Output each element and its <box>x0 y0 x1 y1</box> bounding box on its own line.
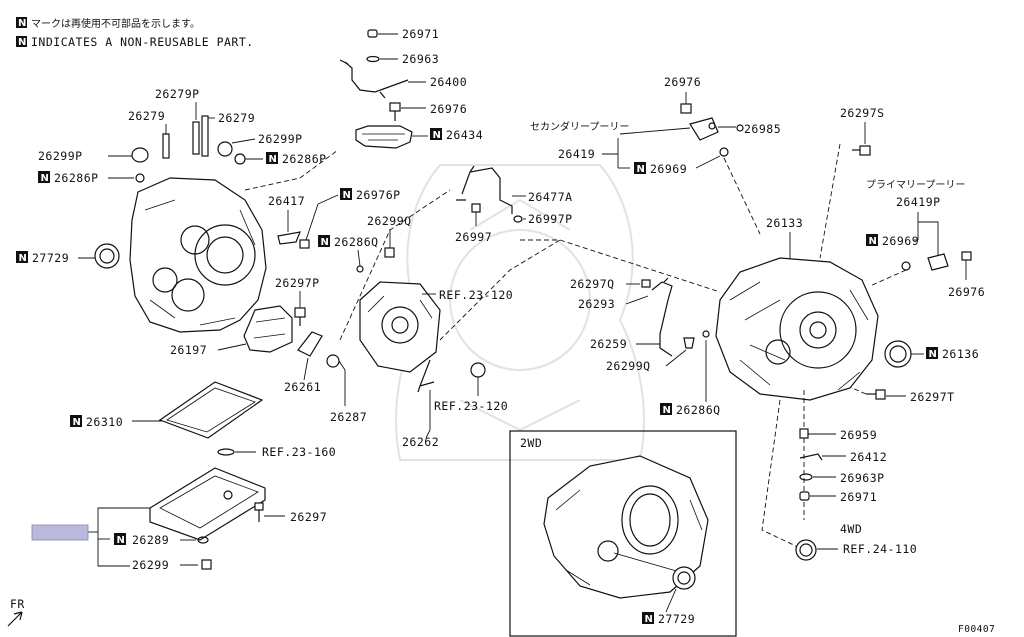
label-26976-right[interactable]: 26976 <box>948 285 985 299</box>
n-mark-26976p: N <box>343 190 351 201</box>
legend-en-note: INDICATES A NON-REUSABLE PART. <box>31 35 254 49</box>
label-26286q-mid[interactable]: 26286Q <box>334 235 379 249</box>
label-26299p-right[interactable]: 26299P <box>258 132 303 146</box>
label-26287[interactable]: 26287 <box>330 410 367 424</box>
left-studs-plugs: 26279P 26279 26279 26299P N 26286P 26299… <box>38 87 327 185</box>
label-26133[interactable]: 26133 <box>766 216 803 230</box>
label-26197[interactable]: 26197 <box>170 343 207 357</box>
label-26419[interactable]: 26419 <box>558 147 595 161</box>
center-right-linkage: 26297Q 26293 26259 26299Q N 26286Q <box>520 239 721 417</box>
n-mark-26310: N <box>73 417 81 428</box>
label-26299p-left[interactable]: 26299P <box>38 149 83 163</box>
label-26985[interactable]: 26985 <box>744 122 781 136</box>
label-26969-left[interactable]: 26969 <box>650 162 687 176</box>
label-26297q[interactable]: 26297Q <box>570 277 615 291</box>
label-ref-24-110[interactable]: REF.24-110 <box>843 542 917 556</box>
label-26976p[interactable]: 26976P <box>356 188 401 202</box>
inset-2wd: 2WD N 27729 <box>509 430 737 637</box>
label-26299q-mid[interactable]: 26299Q <box>367 214 412 228</box>
label-26963[interactable]: 26963 <box>402 52 439 66</box>
label-26310[interactable]: 26310 <box>86 415 123 429</box>
n-mark-26286p-left: N <box>41 173 49 184</box>
label-26997[interactable]: 26997 <box>455 230 492 244</box>
label-26279-left[interactable]: 26279 <box>128 109 165 123</box>
label-26259[interactable]: 26259 <box>590 337 627 351</box>
legend-mark-2: N <box>18 37 26 48</box>
label-26477a[interactable]: 26477A <box>528 190 573 204</box>
oil-pan-group: N 26310 REF.23-160 26297 N 26289 26299 F… <box>7 381 336 627</box>
label-27729-left[interactable]: 27729 <box>32 251 69 265</box>
label-26299q-lower[interactable]: 26299Q <box>606 359 651 373</box>
center-pump-group: REF.23-120 26262 REF.23-120 <box>339 189 561 449</box>
n-mark-26286p-right: N <box>269 154 277 165</box>
label-26969-right[interactable]: 26969 <box>882 234 919 248</box>
label-26289[interactable]: 26289 <box>132 533 169 547</box>
highlight-bar[interactable] <box>31 524 89 541</box>
legend: N マークは再使用不可部品を示します。 N INDICATES A NON-RE… <box>16 17 254 49</box>
label-26136[interactable]: 26136 <box>942 347 979 361</box>
label-26959[interactable]: 26959 <box>840 428 877 442</box>
label-26434[interactable]: 26434 <box>446 128 483 142</box>
label-ref-23-160[interactable]: REF.23-160 <box>262 445 336 459</box>
label-26412[interactable]: 26412 <box>850 450 887 464</box>
n-mark-26969-left: N <box>637 164 645 175</box>
label-26286p-left[interactable]: 26286P <box>54 171 99 185</box>
label-26971-bottom[interactable]: 26971 <box>840 490 877 504</box>
label-26417[interactable]: 26417 <box>268 194 305 208</box>
label-primary-pulley: プライマリープーリー <box>866 179 965 191</box>
label-26971-top[interactable]: 26971 <box>402 27 439 41</box>
legend-jp-note: マークは再使用不可部品を示します。 <box>31 17 200 30</box>
label-ref-23-120-top[interactable]: REF.23-120 <box>439 288 513 302</box>
label-26279-right[interactable]: 26279 <box>218 111 255 125</box>
label-26297s[interactable]: 26297S <box>840 106 885 120</box>
n-mark-26286q-lower: N <box>663 405 671 416</box>
right-lower-stack: 26959 26412 26963P 26971 4WD REF.24-110 <box>761 390 917 561</box>
label-ref-23-120-bottom[interactable]: REF.23-120 <box>434 399 508 413</box>
n-mark-27729-inset: N <box>645 614 653 625</box>
label-26400[interactable]: 26400 <box>430 75 467 89</box>
label-26286q-lower[interactable]: 26286Q <box>676 403 721 417</box>
n-mark-26434: N <box>433 130 441 141</box>
label-fr: FR <box>10 597 25 611</box>
label-26262[interactable]: 26262 <box>402 435 439 449</box>
label-2wd: 2WD <box>520 436 542 450</box>
label-26297p[interactable]: 26297P <box>275 276 320 290</box>
figure-code: F00407 <box>958 624 995 635</box>
n-mark-27729-left: N <box>19 253 27 264</box>
label-26419p[interactable]: 26419P <box>896 195 941 209</box>
label-27729-inset[interactable]: 27729 <box>658 612 695 626</box>
upper-center-parts: 26971 26963 26400 26976 N 26434 <box>339 27 483 149</box>
fr-arrow-icon <box>7 611 23 627</box>
mid-left-parts: 26417 N 26976P 26299Q N 26286Q 26297P 26… <box>170 188 412 424</box>
legend-mark-1: N <box>18 18 26 29</box>
label-26997p[interactable]: 26997P <box>528 212 573 226</box>
label-secondary-pulley: セカンダリープーリー <box>530 120 629 133</box>
label-26293[interactable]: 26293 <box>578 297 615 311</box>
label-26299[interactable]: 26299 <box>132 558 169 572</box>
right-small-parts: 26297S プライマリープーリー 26419P N 26969 26976 N… <box>809 106 985 404</box>
label-26963p[interactable]: 26963P <box>840 471 885 485</box>
label-26286p-right[interactable]: 26286P <box>282 152 327 166</box>
n-mark-26136: N <box>929 349 937 360</box>
secondary-sensor-group: セカンダリープーリー 26419 N 26969 26976 26985 <box>530 75 781 235</box>
label-26976-mid[interactable]: 26976 <box>664 75 701 89</box>
label-4wd: 4WD <box>840 522 862 536</box>
label-26297[interactable]: 26297 <box>290 510 327 524</box>
right-case: 26133 <box>715 216 879 401</box>
n-mark-26289: N <box>117 535 125 546</box>
label-26297t[interactable]: 26297T <box>910 390 955 404</box>
center-tube-group: 26477A 26997P 26997 <box>455 165 573 244</box>
n-mark-26286q-mid: N <box>321 237 329 248</box>
label-26261[interactable]: 26261 <box>284 380 321 394</box>
n-mark-26969-right: N <box>869 236 877 247</box>
left-case: N 27729 <box>16 149 339 333</box>
label-26279p[interactable]: 26279P <box>155 87 200 101</box>
label-26976-top[interactable]: 26976 <box>430 102 467 116</box>
